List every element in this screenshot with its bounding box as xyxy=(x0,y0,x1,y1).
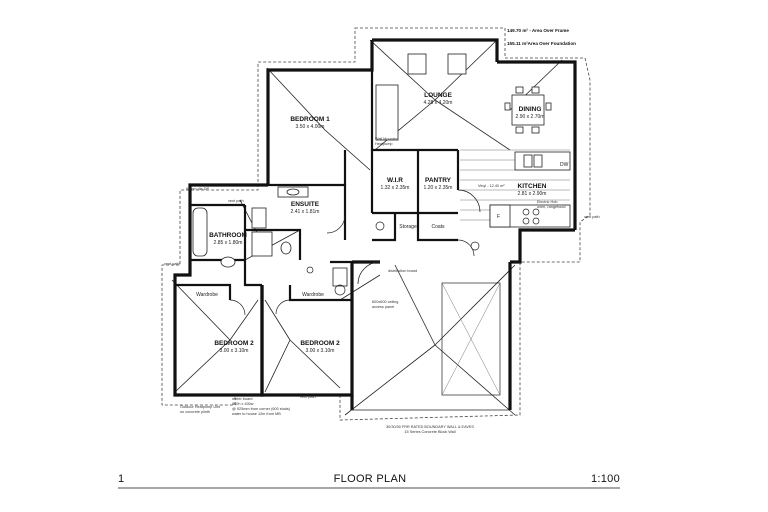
vent-path-kitchen: vent path xyxy=(584,215,600,219)
roof-lines xyxy=(171,39,563,416)
drawing-scale: 1:100 xyxy=(591,473,620,485)
access-panel-note-2: access panel xyxy=(372,305,394,309)
ensuite-dim: 2.41 x 1.81m xyxy=(291,209,320,215)
heatpump-note-2: Heatpump xyxy=(375,142,393,146)
kitchen-vinyl xyxy=(460,149,571,228)
coats-label: Coats xyxy=(431,224,445,230)
meter-note-2: 800h x 400w xyxy=(232,402,254,406)
vent-path-bedroom: vent path xyxy=(300,395,316,399)
bedroom2b-label: BEDROOM 2 xyxy=(300,340,340,347)
kitchen-dim: 2.81 x 2.90m xyxy=(518,191,547,197)
dining-table xyxy=(504,86,552,134)
vent-path-ensuite: vent path xyxy=(228,199,244,203)
boundary-note-1: 30/30/30 FRR RATED BOUNDARY WALL & EAVES xyxy=(386,425,474,429)
room-labels: LOUNGE 4.28 x 4.20m DINING 2.90 x 2.70m … xyxy=(196,92,547,354)
hall-fixtures xyxy=(306,221,480,274)
door-swings xyxy=(229,189,481,316)
area-over-foundation: 155.11 m²Area Over Foundation xyxy=(507,41,576,46)
lounge-label: LOUNGE xyxy=(424,92,452,99)
lounge-furniture xyxy=(375,53,467,141)
meter-note-4: water to house 12m from MB xyxy=(232,412,281,416)
vinyl-note: Vinyl - 12.40 m² xyxy=(478,184,505,188)
wardrobe2-label: Wardrobe xyxy=(302,292,324,298)
dw-label: DW xyxy=(560,162,569,168)
pantry-label: PANTRY xyxy=(425,177,452,184)
bedroom2a-label: BEDROOM 2 xyxy=(214,340,254,347)
vent-path-bathroom: vent path xyxy=(164,262,180,266)
dining-label: DINING xyxy=(519,106,542,113)
storage-label: Storage xyxy=(399,224,417,230)
hob-note-2: oven, rangehood xyxy=(537,205,566,209)
dining-dim: 2.90 x 2.70m xyxy=(516,114,545,120)
meter-note-1: meter board xyxy=(232,397,252,401)
area-over-frame: 149.70 m² - Area Over Frame xyxy=(507,28,569,33)
access-panel-note-1: 600x600 ceiling xyxy=(372,300,398,304)
drawing-number: 1 xyxy=(118,473,124,485)
garage-skylight xyxy=(441,282,501,396)
heatpump-note-1: Wall Mounted xyxy=(375,137,398,141)
outdoor-unit-note-1: Outdoor Heatpump Unit xyxy=(180,405,221,409)
bathroom-dim: 2.85 x 1.80m xyxy=(214,240,243,246)
title-block: 1 FLOOR PLAN 1:100 xyxy=(118,473,620,489)
pantry-dim: 1.20 x 2.35m xyxy=(424,185,453,191)
bathroom-fixtures xyxy=(192,186,348,296)
distribution-board-note: distribution board xyxy=(388,269,417,273)
boundary-note-2: 15 Series Concrete Block Wall xyxy=(404,430,455,434)
ensuite-label: ENSUITE xyxy=(291,201,320,208)
downpipe-note: 80mm dia DP xyxy=(186,187,209,191)
bedroom1-dim: 3.50 x 4.00m xyxy=(296,124,325,130)
wir-label: W.I.R xyxy=(387,177,403,184)
lounge-dim: 4.28 x 4.20m xyxy=(424,100,453,106)
wir-dim: 1.32 x 2.35m xyxy=(381,185,410,191)
hob-note-1: Electric Hob xyxy=(537,200,557,204)
fridge-label: F xyxy=(497,214,500,220)
eaves-outline xyxy=(161,27,591,421)
plan-notes: Wall Mounted Heatpump Vinyl - 12.40 m² D… xyxy=(164,137,600,434)
outdoor-unit-note-2: on concrete plinth xyxy=(180,410,210,414)
kitchen-label: KITCHEN xyxy=(518,183,547,190)
exterior-walls xyxy=(173,38,577,410)
meter-note-3: @ 925mm from corner (600 studs) xyxy=(232,407,291,411)
wardrobe1-label: Wardrobe xyxy=(196,292,218,298)
bathroom-label: BATHROOM xyxy=(209,232,247,239)
bedroom2b-dim: 3.00 x 3.10m xyxy=(306,348,335,354)
bedroom1-label: BEDROOM 1 xyxy=(290,116,330,123)
drawing-title: FLOOR PLAN xyxy=(334,473,407,485)
bedroom2a-dim: 3.00 x 3.10m xyxy=(220,348,249,354)
